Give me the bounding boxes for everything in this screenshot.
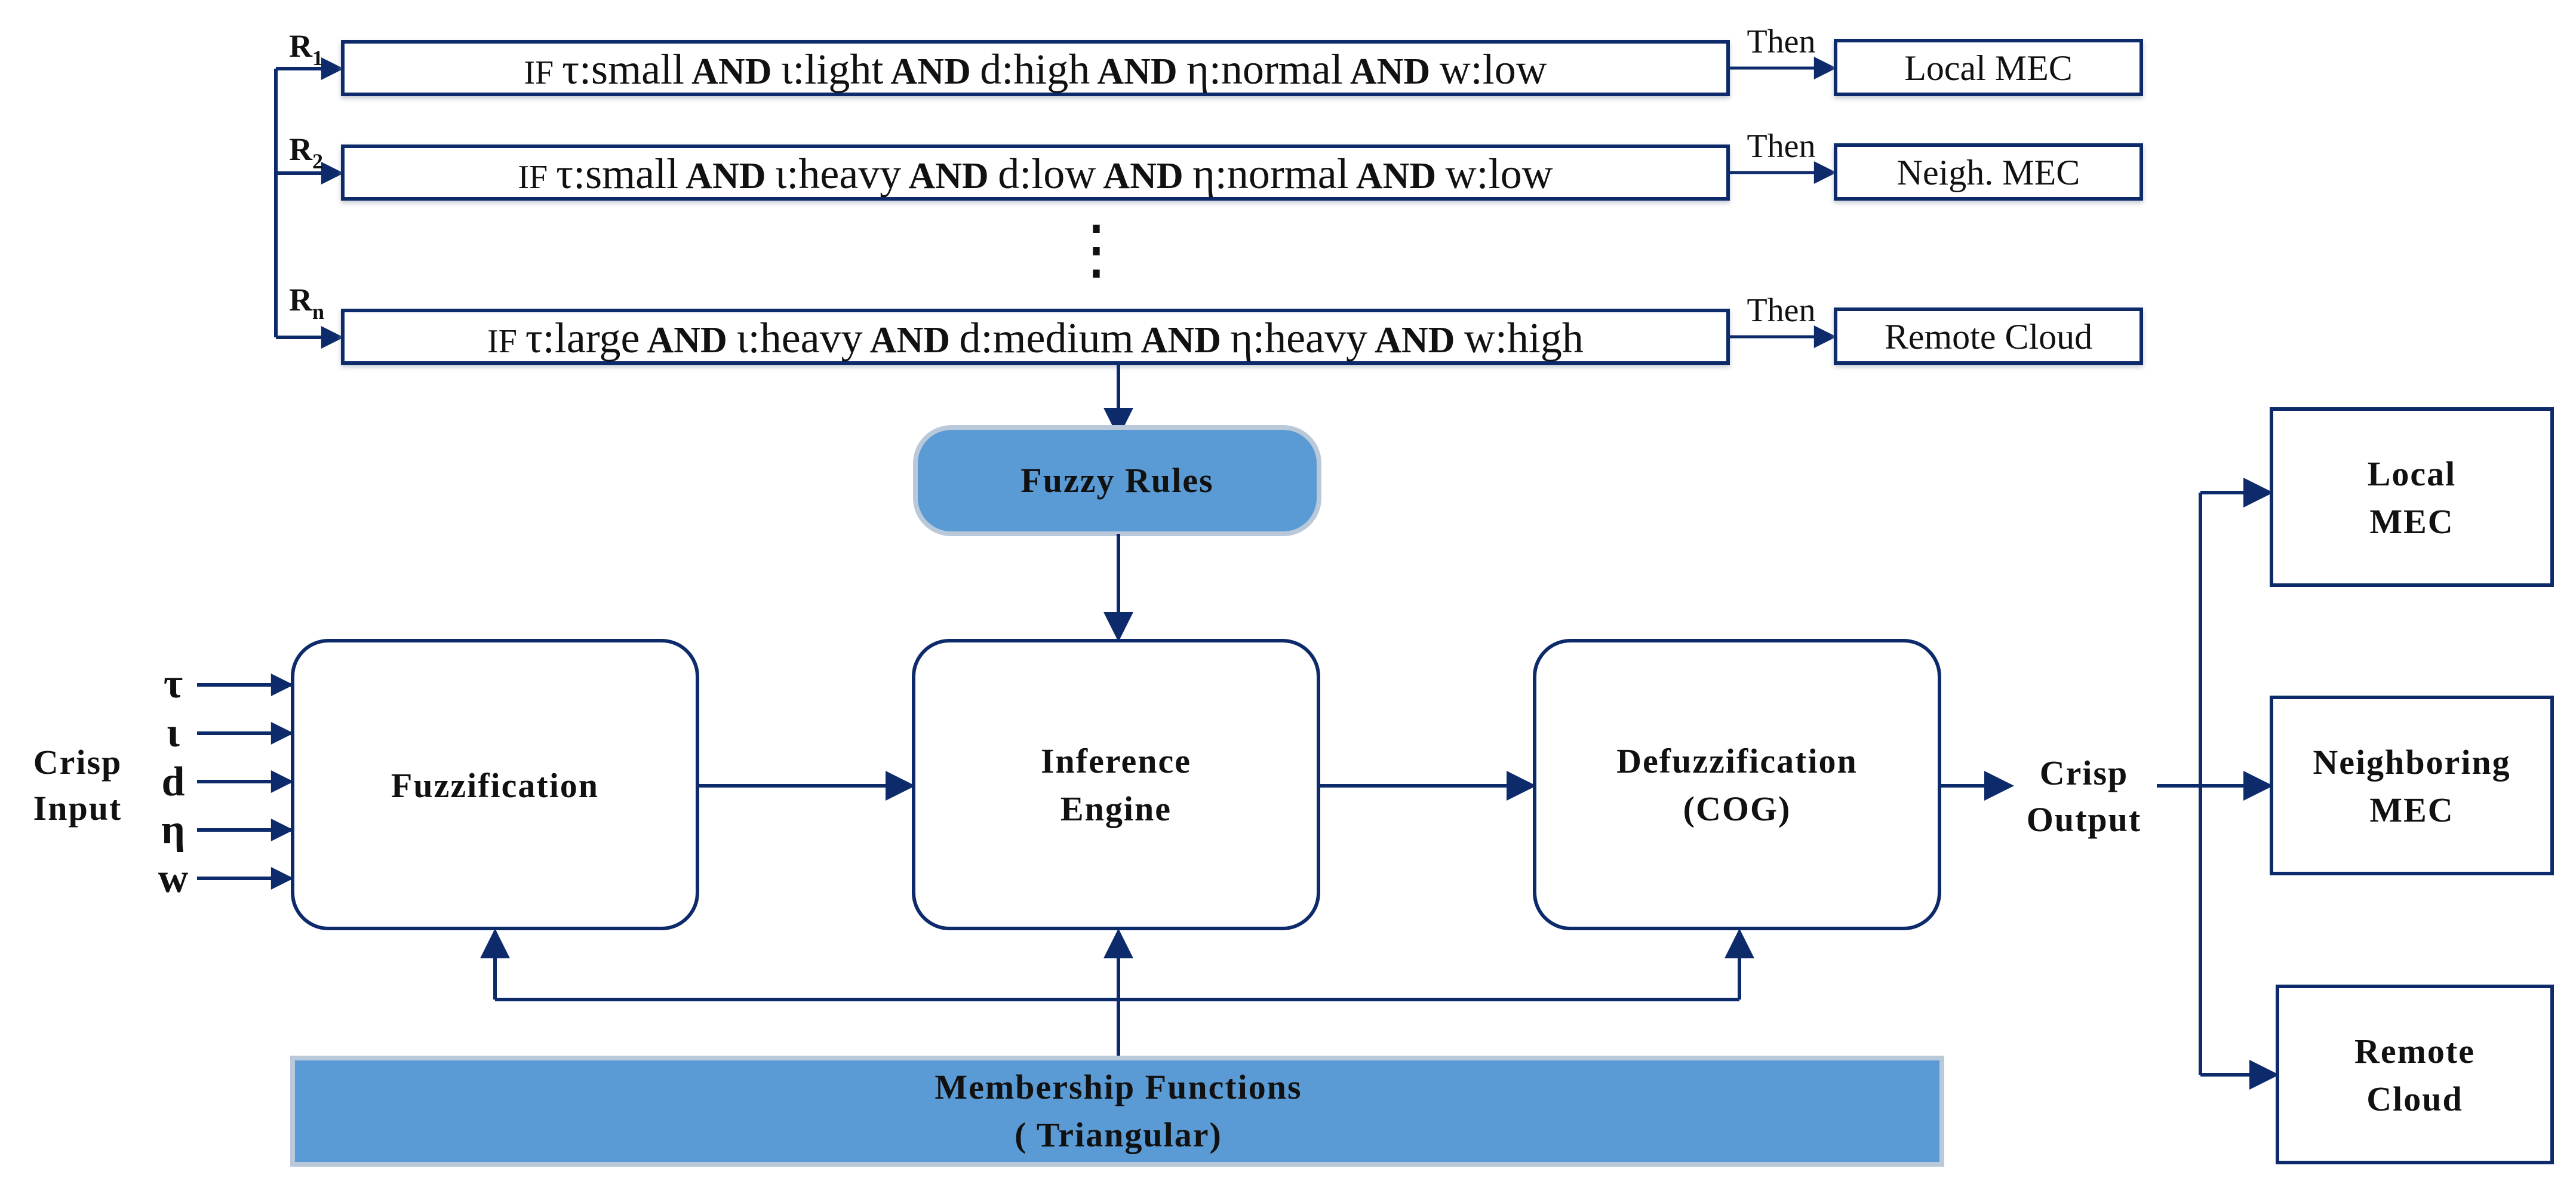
rule-output-r2: Neigh. MEC [1897,153,2080,192]
rule-if-keyword: IF [518,159,556,196]
rule-text-r2: IF τ:small AND ι:heavy AND d:low AND η:n… [518,150,1553,198]
destination-local-mec-line2: MEC [2369,502,2454,541]
input-symbol-w: w [158,856,189,902]
rule-condition: ι:heavy [736,314,862,362]
destination-neighboring-mec-line2: MEC [2369,791,2454,829]
crisp-input-label-line2: Input [33,789,122,828]
defuzzification-label-line2: (COG) [1683,789,1791,828]
rule-and-connector: AND [1349,156,1446,196]
rule-condition: η:normal [1192,150,1349,198]
rule-and-connector: AND [684,51,781,92]
rule-condition: d:high [980,45,1090,93]
destination-remote-cloud-line2: Cloud [2366,1080,2463,1118]
rule-output-box-r1 [1834,39,2143,96]
then-label-r1: Then [1747,23,1815,60]
output-distribution-lines [2157,478,2279,1090]
destination-box-local-mec [2270,407,2554,587]
inference-engine-label-line1: Inference [1041,742,1191,780]
rule-label-r1: R1 [289,28,323,70]
destination-remote-cloud-line1: Remote [2354,1032,2475,1071]
destination-local-mec-line1: Local [2368,454,2457,493]
rule-and-connector: AND [640,320,736,361]
rule-label-r2: R2 [289,131,323,173]
crisp-input-label-line1: Crisp [33,743,122,782]
rule-output-rn: Remote Cloud [1885,317,2092,356]
rule-box-r1 [341,40,1730,96]
rule-condition: d:low [998,150,1096,198]
rule-and-connector: AND [883,51,980,92]
rule-and-connector: AND [1367,320,1464,361]
destination-box-neighboring-mec [2270,696,2554,875]
rule-and-connector: AND [1134,320,1231,361]
rules-ellipsis: ⋮ [1063,213,1129,286]
input-symbol-eta: η [161,807,185,853]
rule-bracket [274,57,344,349]
membership-feedback-lines [480,928,1754,1058]
rule-and-connector: AND [1343,51,1440,92]
input-symbol-iota: ι [167,710,180,756]
inference-engine-box [912,639,1320,930]
fuzzy-rules-label: Fuzzy Rules [1020,461,1213,500]
rule-box-r2 [341,144,1730,201]
destination-neighboring-mec-line1: Neighboring [2313,743,2510,782]
input-symbol-d: d [162,759,185,805]
rule-text-rn: IF τ:large AND ι:heavy AND d:medium AND … [487,314,1584,362]
fuzzification-label: Fuzzification [391,766,599,805]
rule-label-rn: Rn [289,282,324,324]
rule-condition: w:high [1464,314,1584,362]
rule-condition: τ:large [525,314,640,362]
membership-functions-label-line2: ( Triangular) [1015,1115,1222,1154]
rule-condition: w:low [1446,150,1553,198]
rule-condition: w:low [1440,45,1547,93]
rule-output-r1: Local MEC [1904,48,2073,88]
rule-and-connector: AND [1090,51,1186,92]
rule-if-keyword: IF [487,323,525,360]
rule-condition: η:normal [1186,45,1343,93]
rule-box-rn [341,309,1730,365]
rule-condition: ι:light [781,45,883,93]
then-arrows [1728,57,1837,348]
rule-if-keyword: IF [524,54,562,91]
rule-output-box-rn [1834,308,2143,365]
membership-functions-label-line1: Membership Functions [935,1068,1302,1106]
rule-and-connector: AND [678,156,775,196]
rule-condition: d:medium [960,314,1134,362]
membership-functions-box [290,1056,1944,1167]
inference-engine-label-line2: Engine [1060,789,1172,828]
crisp-output-label-line2: Output [2027,800,2142,839]
input-symbol-tau: τ [164,661,183,707]
rule-condition: τ:small [556,150,678,198]
defuzzification-box [1533,639,1941,930]
rule-condition: η:heavy [1230,314,1367,362]
then-label-rn: Then [1747,292,1815,329]
rule-and-connector: AND [901,156,998,196]
destination-box-remote-cloud [2276,985,2554,1164]
crisp-output-label-line1: Crisp [2040,754,2129,792]
rule-condition: τ:small [562,45,684,93]
rule-and-connector: AND [863,320,960,361]
rule-text-r1: IF τ:small AND ι:light AND d:high AND η:… [524,45,1547,93]
rule-and-connector: AND [1096,156,1192,196]
defuzzification-label-line1: Defuzzification [1616,742,1858,780]
input-arrows [197,674,294,890]
rule-output-box-r2 [1834,143,2143,201]
then-label-r2: Then [1747,128,1815,165]
rule-condition: ι:heavy [775,150,901,198]
